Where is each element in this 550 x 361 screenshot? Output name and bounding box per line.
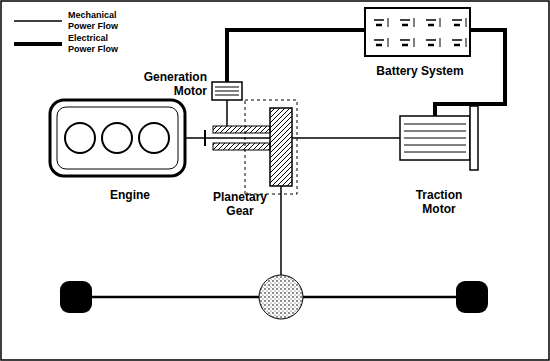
winding-line — [404, 124, 466, 125]
engine-block — [50, 100, 185, 176]
differential — [259, 275, 303, 319]
electrical-power-line — [227, 30, 365, 82]
input-shaft — [205, 137, 270, 139]
mechanical-shaft — [226, 100, 228, 108]
legend-line — [14, 20, 62, 22]
legend-entry: Mechanical Power Flow — [12, 10, 142, 32]
component-node: Engine — [50, 100, 185, 176]
component-label: Traction Motor — [400, 188, 478, 216]
mechanical-shaft — [292, 137, 400, 139]
component-label: Generation Motor — [127, 70, 207, 98]
cylinder — [139, 123, 169, 153]
component-label: Battery System — [370, 64, 470, 78]
cylinder — [65, 123, 95, 153]
motor-body — [212, 82, 242, 100]
shaft-coupling — [204, 130, 206, 146]
cell-plate — [452, 19, 462, 21]
cell-plate — [426, 39, 436, 41]
motor-flange — [470, 106, 478, 170]
component-node: Generation Motor — [212, 82, 242, 100]
cell-terminal — [388, 38, 389, 47]
cell-terminal — [388, 18, 389, 27]
component-node: Battery System — [365, 8, 470, 56]
legend-sample — [12, 10, 62, 32]
component-label: Planetary Gear — [205, 190, 275, 218]
component-label: Engine — [95, 188, 165, 202]
battery-case — [365, 8, 470, 56]
cell-plate — [374, 19, 384, 21]
winding-line — [215, 87, 239, 88]
hollow-sun-shaft — [213, 143, 270, 150]
cell-plate — [452, 39, 462, 41]
cell-plate — [454, 24, 460, 27]
cell-plate — [402, 44, 408, 47]
cell-plate — [376, 44, 382, 47]
mechanical-shaft — [185, 137, 205, 139]
carrier-plate — [270, 108, 292, 186]
winding-line — [404, 138, 466, 139]
eng-symbol — [50, 100, 185, 176]
cell-plate — [374, 39, 384, 41]
cell-terminal — [440, 18, 441, 27]
cell-plate — [426, 19, 436, 21]
cell-terminal — [440, 38, 441, 47]
winding-line — [215, 91, 239, 92]
cell-terminal — [466, 38, 467, 47]
cell-plate — [454, 44, 460, 47]
winding-line — [404, 131, 466, 132]
legend-line — [14, 42, 62, 46]
cell-terminal — [414, 18, 415, 27]
engine-inner-outline — [57, 107, 178, 169]
cell-plate — [400, 19, 410, 21]
winding-line — [215, 95, 239, 96]
right-wheel — [456, 281, 488, 313]
left-wheel — [60, 281, 92, 313]
hollow-sun-shaft — [213, 126, 270, 133]
legend-text: Electrical Power Flow — [68, 33, 130, 55]
legend-sample — [12, 33, 62, 55]
gear-symbol — [205, 108, 292, 186]
generator-shaft — [226, 108, 228, 126]
gen-symbol — [212, 82, 242, 100]
winding-line — [404, 145, 466, 146]
winding-line — [404, 152, 466, 153]
cell-plate — [400, 39, 410, 41]
cell-plate — [428, 44, 434, 47]
component-node: Traction Motor — [400, 116, 470, 160]
cylinder — [102, 123, 132, 153]
cell-terminal — [466, 18, 467, 27]
legend-entry: Electrical Power Flow — [12, 33, 142, 55]
trac-symbol — [400, 116, 470, 160]
legend-text: Mechanical Power Flow — [68, 10, 130, 32]
bat-symbol — [365, 8, 470, 56]
component-node: Planetary Gear — [205, 108, 292, 186]
cell-plate — [376, 24, 382, 27]
cell-plate — [402, 24, 408, 27]
output-shaft — [280, 186, 282, 276]
motor-body — [400, 116, 470, 160]
cell-plate — [428, 24, 434, 27]
cell-terminal — [414, 38, 415, 47]
